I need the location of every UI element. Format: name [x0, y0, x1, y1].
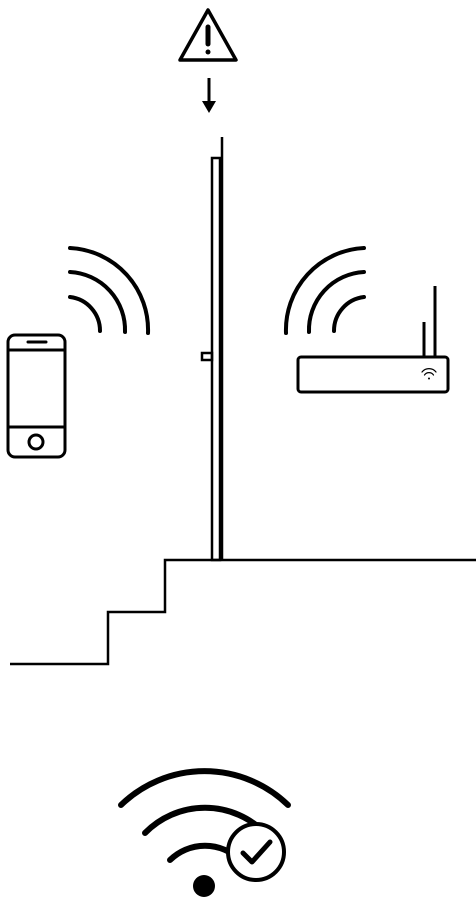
stairs: [10, 560, 476, 664]
door: [202, 137, 222, 560]
check-badge-icon: [228, 824, 284, 880]
door-handle: [202, 353, 212, 360]
router-icon: [298, 286, 448, 392]
router-wifi-icon: [422, 369, 436, 380]
down-arrow-icon: [202, 78, 216, 113]
warning-icon: [180, 10, 236, 60]
phone-signal-icon: [70, 248, 148, 333]
wifi-connected-icon: [121, 771, 288, 897]
smartphone-icon: [8, 335, 65, 457]
router-signal-icon: [286, 248, 364, 333]
wifi-dot: [193, 875, 215, 897]
